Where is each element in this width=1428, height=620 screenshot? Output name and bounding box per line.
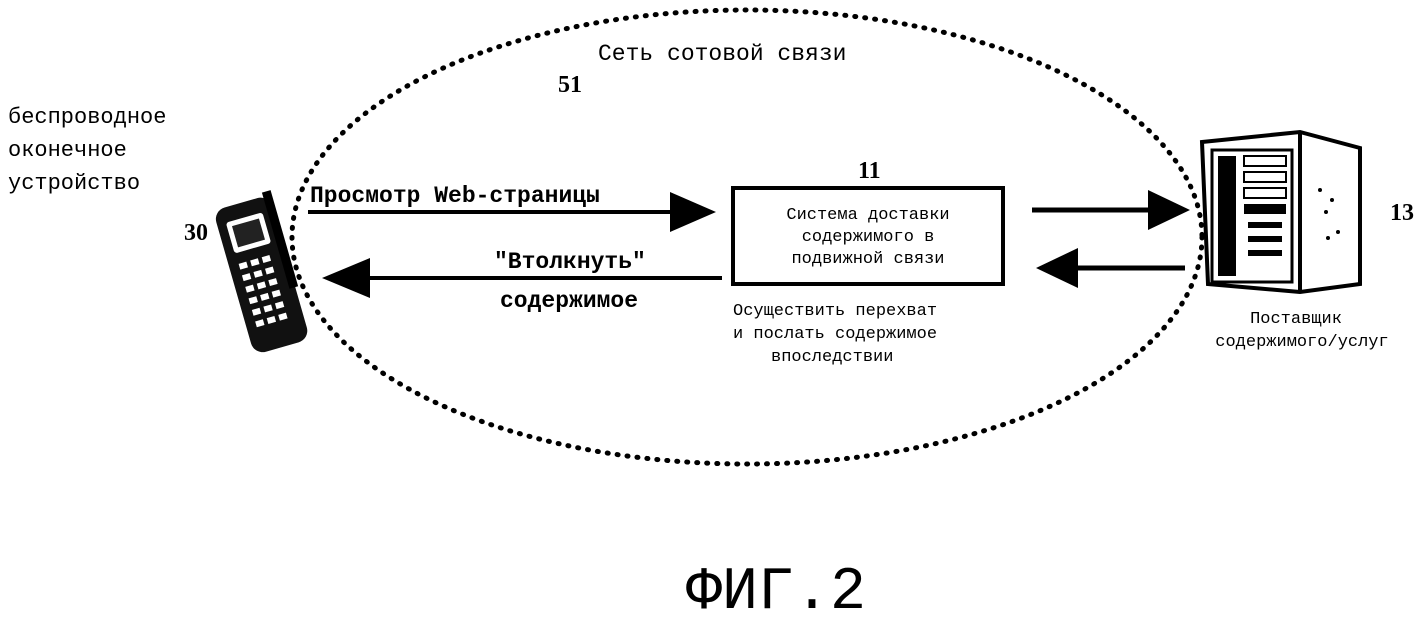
push-arrow-label-line: содержимое	[500, 288, 638, 314]
network-label: Сеть сотовой связи	[598, 41, 846, 67]
delivery-system-label-line: содержимого в	[802, 228, 935, 247]
response-arrow-from-provider	[1036, 248, 1185, 288]
delivery-system-box	[731, 186, 1005, 286]
server-tower-icon	[1199, 129, 1362, 295]
mobile-phone-icon	[215, 190, 308, 353]
push-arrow	[322, 258, 722, 298]
delivery-system-ref-number: 11	[858, 158, 881, 184]
delivery-system-note-line: впоследствии	[771, 348, 893, 367]
figure-caption: ФИГ.2	[686, 559, 866, 620]
terminal-label: беспроводное оконечное устройство	[8, 105, 166, 196]
terminal-label-line: беспроводное	[8, 105, 166, 130]
provider-label-line: Поставщик	[1250, 310, 1342, 329]
terminal-label-line: оконечное	[8, 138, 127, 163]
delivery-system-note-line: и послать содержимое	[733, 325, 937, 344]
provider-ref-number: 13	[1390, 200, 1414, 226]
delivery-system-note-line: Осуществить перехват	[733, 302, 937, 321]
network-ref-number: 51	[558, 72, 582, 98]
delivery-system-label-line: подвижной связи	[791, 250, 944, 269]
delivery-system-label-line: Система доставки	[786, 206, 949, 225]
cellular-network-boundary	[289, 7, 1205, 467]
browse-arrow	[308, 192, 716, 232]
provider-label-line: содержимого/услуг	[1215, 333, 1388, 352]
push-arrow-label-line: "Втолкнуть"	[494, 249, 646, 275]
terminal-ref-number: 30	[184, 220, 208, 246]
request-arrow-to-provider	[1032, 190, 1190, 230]
terminal-label-line: устройство	[8, 171, 140, 196]
browse-arrow-label: Просмотр Web-страницы	[310, 183, 600, 209]
